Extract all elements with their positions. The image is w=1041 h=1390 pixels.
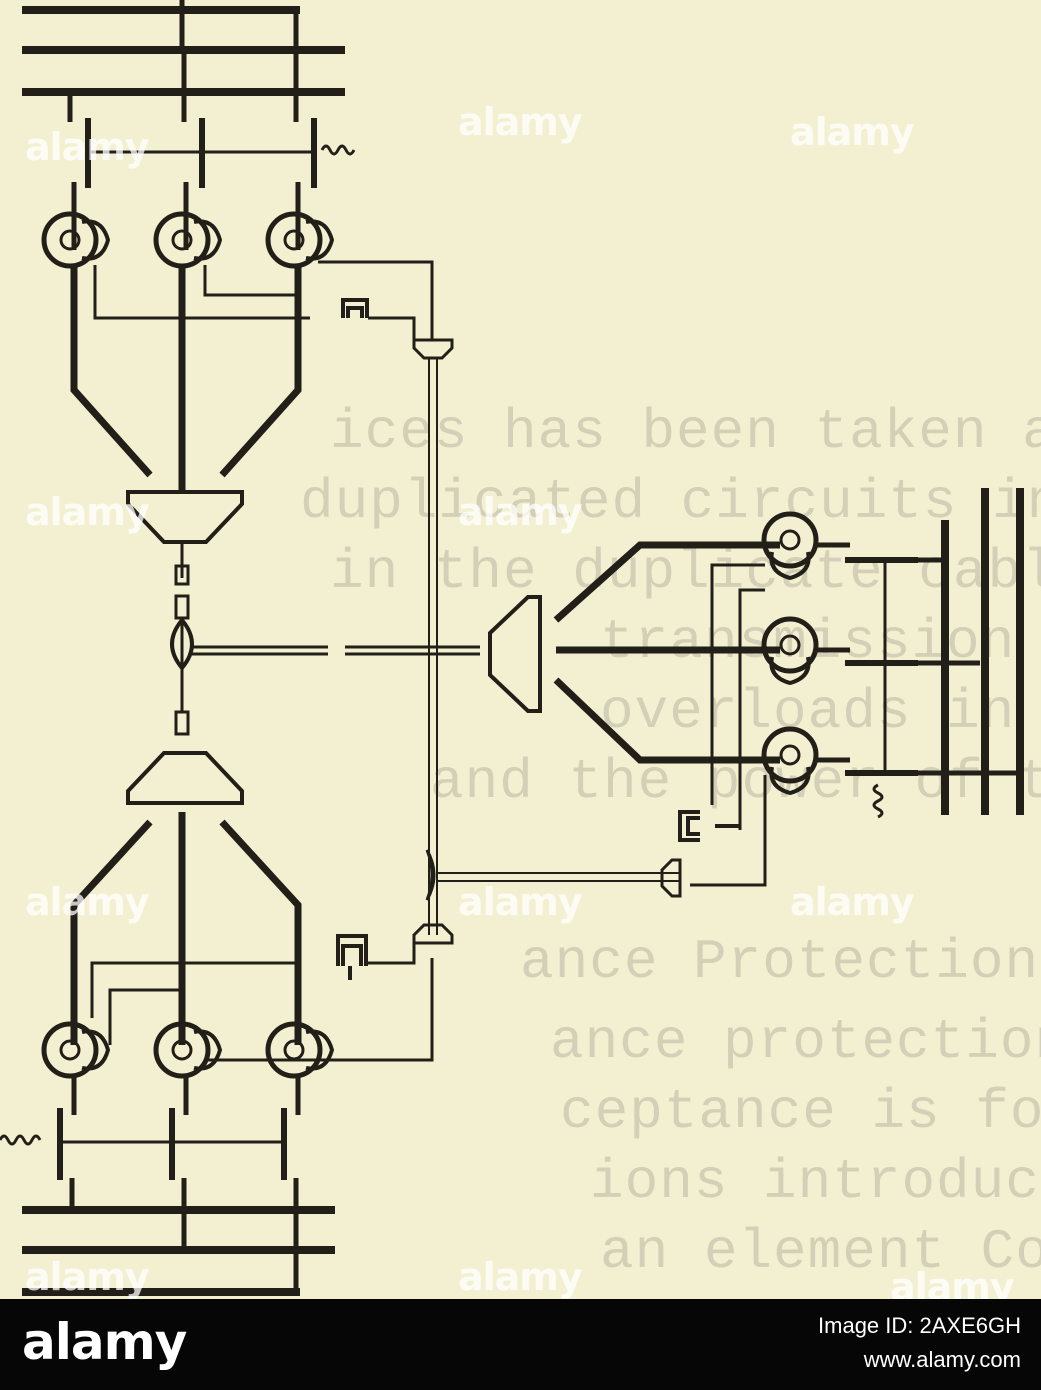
- bottom-busbars: [22, 1206, 335, 1296]
- bottom-trip-coil-icon: [0, 1134, 42, 1146]
- bottom-relay-icon: [336, 934, 368, 980]
- bottom-phase-conductors: [70, 812, 302, 1045]
- right-station: [488, 488, 1024, 898]
- transmission-line-protection-diagram: [0, 0, 1024, 1296]
- right-pilot-junction-icon: [660, 858, 682, 898]
- watermark-text: alamy: [25, 880, 150, 924]
- ghost-text-line: duplicated circuits in strengths: [300, 470, 1041, 534]
- top-relay-icon: [341, 298, 369, 318]
- watermark-text: alamy: [458, 490, 583, 534]
- ghost-text-line: in the duplicate cables with the: [330, 540, 1041, 604]
- top-pilot-junction-icon: [412, 338, 454, 360]
- bottom-station: [0, 751, 454, 1296]
- watermark-text: alamy: [25, 490, 150, 534]
- stock-footer-bar: alamy Image ID: 2AXE6GH www.alamy.com: [0, 1299, 1041, 1390]
- watermark-text: alamy: [458, 100, 583, 144]
- ghost-text-line: overloads in the several: [600, 680, 1041, 744]
- watermark-text: alamy: [790, 110, 915, 154]
- right-breakers: [845, 557, 918, 776]
- image-id-label: Image ID: 2AXE6GH: [818, 1313, 1021, 1338]
- ghost-text-line: ance Protection: [520, 930, 1040, 994]
- top-phase-conductors: [70, 265, 302, 490]
- scanned-diagram-page: ices has been taken and installed duplic…: [0, 0, 1041, 1299]
- right-busbars: [941, 488, 1024, 815]
- right-pothead: [488, 595, 542, 713]
- ghost-text-line: ance protection has been: [550, 1010, 1041, 1074]
- top-station: [22, 0, 454, 544]
- bottom-pilot-junction-icon: [412, 923, 454, 945]
- watermark-text: alamy: [790, 880, 915, 924]
- site-url-label: www.alamy.com: [863, 1347, 1021, 1372]
- right-relay-icon: [678, 810, 740, 842]
- right-current-transformers: [761, 511, 819, 796]
- ghost-text-line: ices has been taken and installed: [330, 400, 1041, 464]
- watermark-text: alamy: [25, 1255, 150, 1299]
- pilot-wires: [428, 358, 680, 935]
- right-phase-conductors: [553, 541, 780, 764]
- central-cable: [170, 358, 680, 935]
- bottom-breakers: [57, 1108, 287, 1180]
- alamy-logo: alamy: [22, 1313, 187, 1371]
- watermark-text: alamy: [890, 1265, 1015, 1299]
- pilot-junction-icon: [425, 849, 436, 901]
- top-trip-coil-icon: [320, 144, 356, 156]
- top-pothead: [126, 490, 244, 544]
- right-trip-coil-icon: [872, 783, 884, 819]
- splice-box: [170, 616, 194, 672]
- bottom-current-transformers: [41, 1021, 335, 1079]
- watermark-text: alamy: [458, 880, 583, 924]
- top-current-transformers: [41, 211, 335, 269]
- watermark-text: alamy: [25, 125, 150, 169]
- bottom-pothead: [126, 751, 244, 805]
- ghost-text-line: an element Correct: [600, 1220, 1041, 1284]
- watermark-text: alamy: [458, 1255, 583, 1299]
- ghost-text-line: ceptance is found throughout: [560, 1080, 1041, 1144]
- ghost-text-line: ions introducing it is usual: [590, 1150, 1041, 1214]
